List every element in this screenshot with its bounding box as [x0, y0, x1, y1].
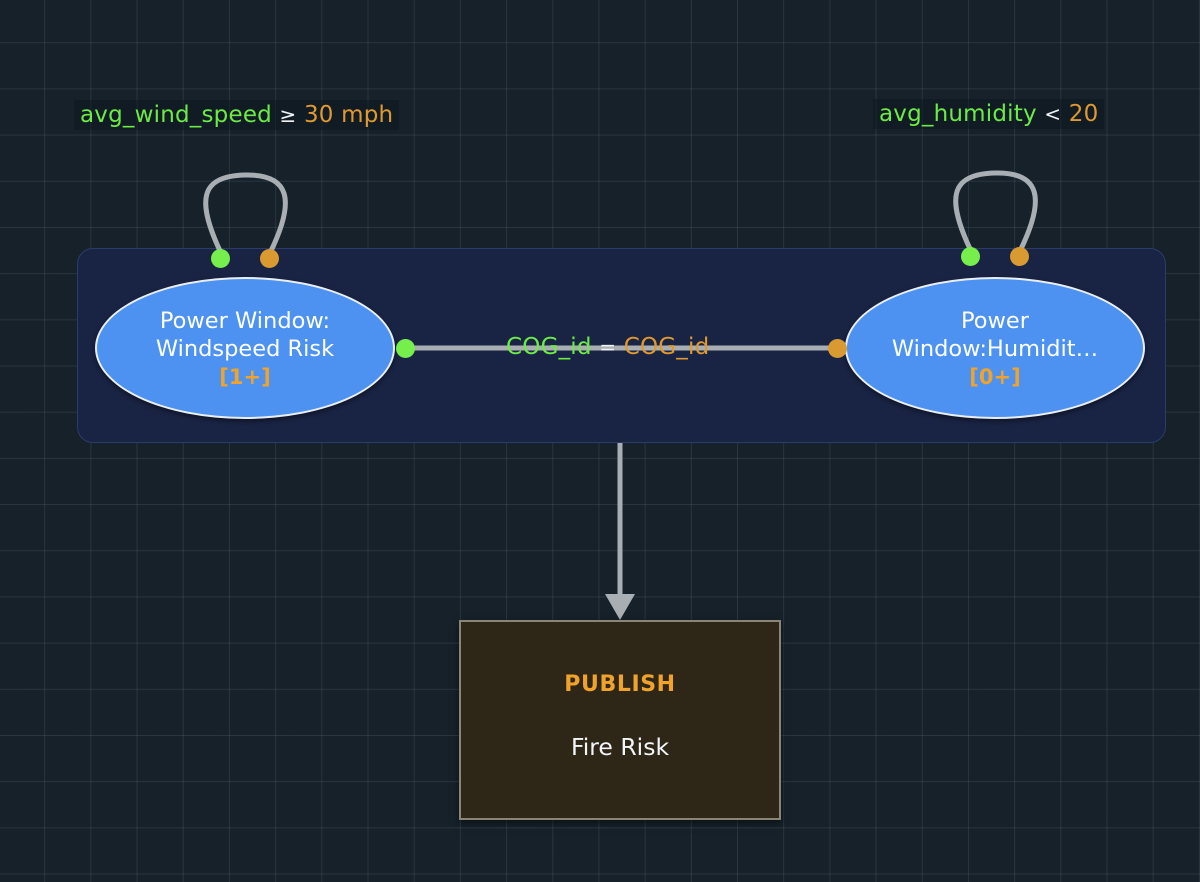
- node-humidity-risk[interactable]: Power Window:Humidit… [0+]: [845, 277, 1145, 419]
- publish-stream-name: Fire Risk: [570, 733, 670, 761]
- condition-value-left: 30 mph: [303, 102, 394, 128]
- port-right-loop-source-green[interactable]: [961, 247, 980, 266]
- condition-label-left: avg_wind_speed ≥ 30 mph: [74, 100, 400, 130]
- self-loop-edge-right[interactable]: [953, 170, 1038, 254]
- node-windspeed-risk[interactable]: Power Window: Windspeed Risk [1+]: [95, 277, 395, 419]
- node-right-title: Power Window:Humidit…: [891, 307, 1099, 362]
- publish-edge-arrowhead: [605, 594, 635, 620]
- condition-operator-left: ≥: [279, 103, 297, 127]
- join-condition-label: COG_id = COG_id: [506, 334, 709, 360]
- condition-operator-right: <: [1044, 102, 1062, 126]
- join-field-right: COG_id: [623, 334, 710, 360]
- publish-node[interactable]: PUBLISH Fire Risk: [459, 620, 781, 820]
- condition-field-right: avg_humidity: [879, 101, 1037, 127]
- self-loop-edge-left[interactable]: [203, 172, 288, 256]
- join-operator: =: [599, 335, 617, 359]
- join-field-left: COG_id: [506, 334, 592, 360]
- node-left-title: Power Window: Windspeed Risk: [155, 307, 335, 362]
- publish-kind-label: PUBLISH: [564, 672, 676, 697]
- port-right-loop-target-orange[interactable]: [1010, 247, 1029, 266]
- node-left-badge: [1+]: [219, 364, 271, 389]
- node-right-badge: [0+]: [969, 364, 1021, 389]
- condition-label-right: avg_humidity < 20: [873, 99, 1105, 129]
- port-left-loop-source-green[interactable]: [211, 249, 230, 268]
- condition-field-left: avg_wind_speed: [80, 102, 272, 128]
- condition-value-right: 20: [1068, 101, 1099, 127]
- port-right-input-orange[interactable]: [828, 339, 847, 358]
- port-left-loop-target-orange[interactable]: [260, 249, 279, 268]
- port-left-output-green[interactable]: [396, 339, 415, 358]
